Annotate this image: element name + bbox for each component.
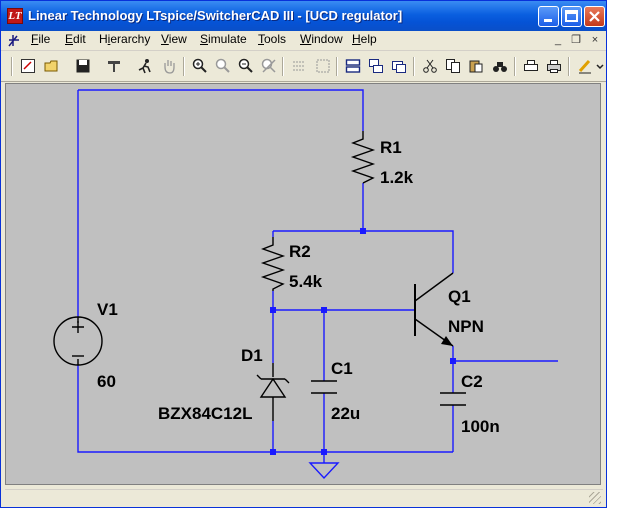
ground-symbol[interactable]: [308, 462, 340, 480]
new-schematic-icon[interactable]: [19, 58, 37, 74]
v1-value: 60: [97, 372, 116, 391]
maximize-button[interactable]: [561, 6, 582, 27]
v1-voltage-source[interactable]: V1 60: [53, 300, 118, 391]
menu-edit[interactable]: Edit: [65, 32, 86, 46]
menu-tools[interactable]: Tools: [258, 32, 287, 46]
c2-capacitor[interactable]: C2 100n: [440, 372, 500, 436]
menu-file[interactable]: File: [31, 32, 51, 46]
schematic-svg[interactable]: R1 1.2k R2 5.4k V1 60: [5, 83, 601, 485]
r2-value: 5.4k: [289, 272, 323, 291]
c2-value: 100n: [461, 417, 500, 436]
close-button[interactable]: [584, 6, 605, 27]
r1-value: 1.2k: [380, 168, 414, 187]
toolbar: [1, 51, 606, 82]
paste-icon[interactable]: [467, 58, 485, 74]
menu-help[interactable]: Help: [352, 32, 377, 46]
copy-icon[interactable]: [444, 58, 462, 74]
r2-name: R2: [289, 242, 311, 261]
d1-name: D1: [241, 346, 263, 365]
menu-view[interactable]: View: [161, 32, 187, 46]
title-bar[interactable]: LT Linear Technology LTspice/SwitcherCAD…: [1, 1, 606, 31]
close-icon: [589, 11, 600, 22]
autorange-icon[interactable]: [290, 58, 308, 74]
junctions: [270, 228, 456, 455]
print-icon[interactable]: [545, 58, 563, 74]
maximize-icon: [565, 10, 578, 22]
v1-name: V1: [97, 300, 118, 319]
q1-npn-transistor[interactable]: Q1 NPN: [414, 272, 484, 347]
zoom-fit-icon[interactable]: [260, 58, 278, 74]
control-panel-icon[interactable]: [105, 58, 123, 74]
q1-value: NPN: [448, 317, 484, 336]
minimize-icon: [544, 19, 552, 22]
mdi-close-button[interactable]: ×: [591, 34, 599, 46]
c1-value: 22u: [331, 404, 360, 423]
mdi-minimize-button[interactable]: _: [554, 34, 562, 46]
c2-name: C2: [461, 372, 483, 391]
menu-hierarchy[interactable]: Hierarchy: [99, 32, 151, 46]
new-window-icon[interactable]: [390, 58, 408, 74]
d1-zener-diode[interactable]: D1 BZX84C12L: [158, 346, 290, 423]
open-icon[interactable]: [43, 58, 61, 74]
zoom-in-icon[interactable]: [191, 58, 209, 74]
find-icon[interactable]: [491, 58, 509, 74]
d1-value: BZX84C12L: [158, 404, 252, 423]
draw-wire-icon[interactable]: [576, 58, 594, 74]
schematic-canvas[interactable]: R1 1.2k R2 5.4k V1 60: [5, 83, 601, 485]
resize-grip-icon[interactable]: [589, 492, 601, 504]
minimize-button[interactable]: [538, 6, 559, 27]
ltspice-app-icon[interactable]: LT: [7, 8, 23, 24]
chevron-down-icon[interactable]: [595, 58, 605, 74]
save-icon[interactable]: [74, 58, 92, 74]
app-window: LT Linear Technology LTspice/SwitcherCAD…: [0, 0, 607, 508]
r1-resistor[interactable]: R1 1.2k: [350, 131, 414, 187]
menu-window[interactable]: Window: [300, 32, 343, 46]
mdi-restore-button[interactable]: ❐: [571, 34, 581, 46]
menu-simulate[interactable]: Simulate: [200, 32, 247, 46]
status-bar: [5, 489, 603, 506]
window-title: Linear Technology LTspice/SwitcherCAD II…: [28, 8, 403, 23]
q1-name: Q1: [448, 287, 471, 306]
cut-icon[interactable]: [421, 58, 439, 74]
tile-icon[interactable]: [344, 58, 362, 74]
r1-name: R1: [380, 138, 402, 157]
c1-name: C1: [331, 359, 353, 378]
cascade-icon[interactable]: [367, 58, 385, 74]
zoom-out-icon[interactable]: [214, 58, 232, 74]
print-preview-icon[interactable]: [522, 58, 540, 74]
c1-capacitor[interactable]: C1 22u: [311, 359, 360, 423]
zoom-full-icon[interactable]: [237, 58, 255, 74]
run-icon[interactable]: [136, 58, 154, 74]
menu-bar: File Edit Hierarchy View Simulate Tools …: [1, 31, 606, 51]
r2-resistor[interactable]: R2 5.4k: [260, 237, 323, 291]
pan-icon[interactable]: [160, 58, 178, 74]
mdi-document-icon[interactable]: [7, 33, 21, 48]
grid-icon[interactable]: [314, 58, 332, 74]
